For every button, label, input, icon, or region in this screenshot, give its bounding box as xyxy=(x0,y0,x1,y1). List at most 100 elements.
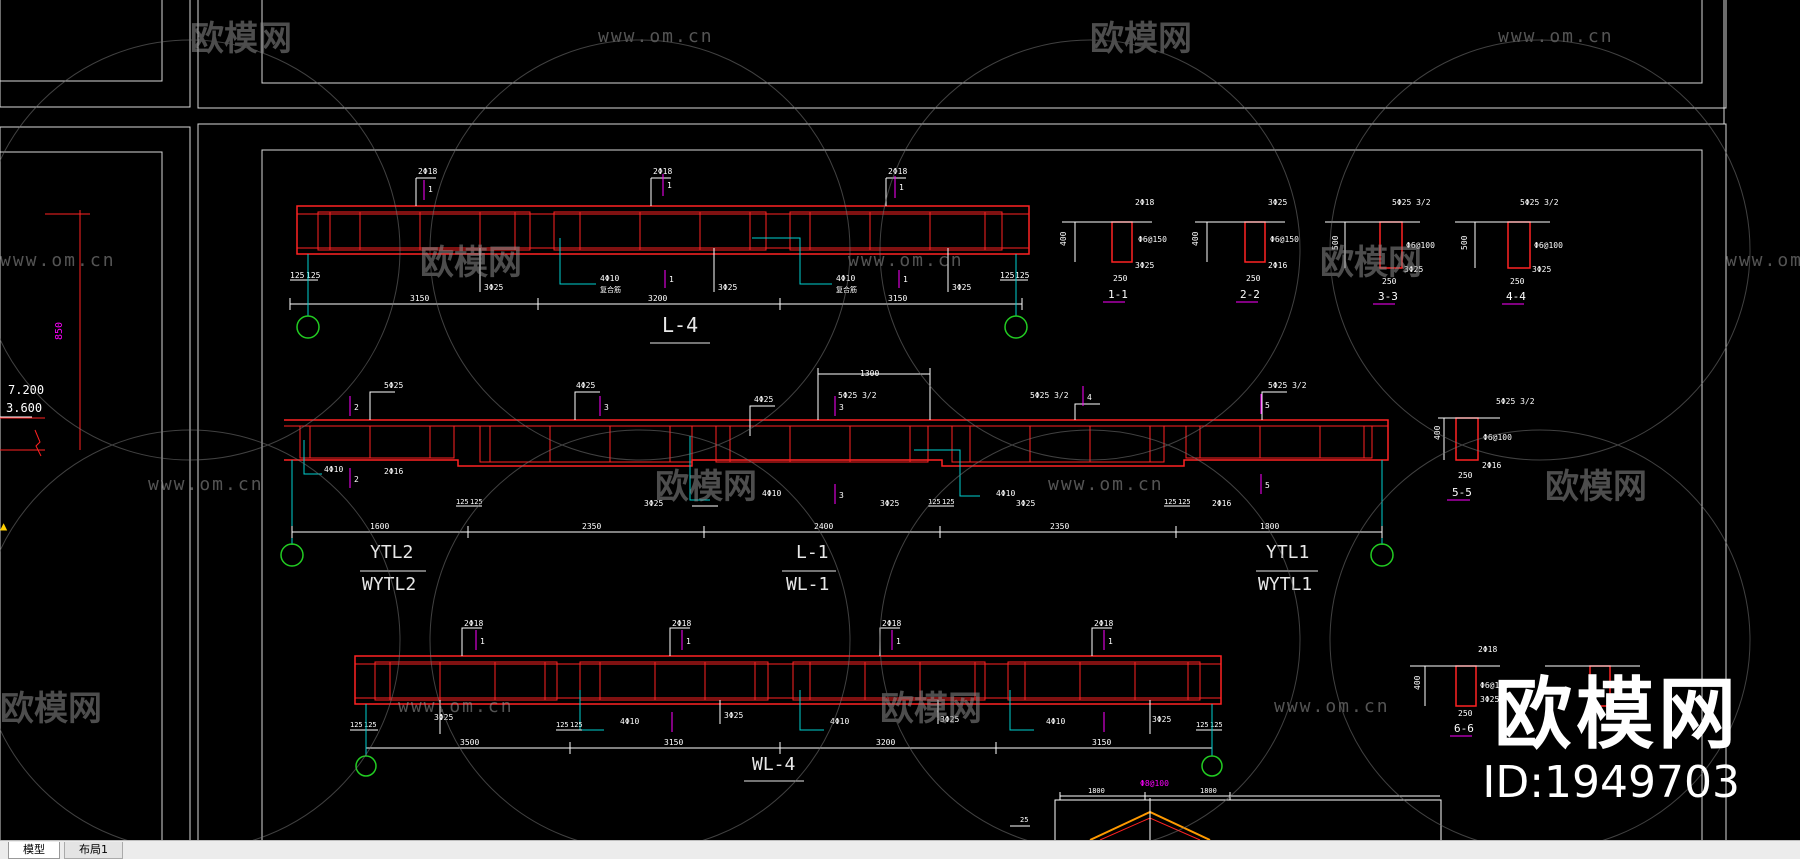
svg-text:5Φ25: 5Φ25 xyxy=(384,381,403,390)
WL1-title: WL-1 xyxy=(786,574,829,595)
svg-text:3Φ25: 3Φ25 xyxy=(1152,715,1171,724)
svg-text:125: 125 xyxy=(1000,271,1015,280)
roof-detail[interactable]: 1800 1800 Φ8@100 25 xyxy=(1010,779,1442,840)
svg-text:4Φ25: 4Φ25 xyxy=(576,381,595,390)
svg-text:125: 125 xyxy=(1178,498,1191,506)
svg-text:www.om.cn: www.om.cn xyxy=(0,250,116,271)
section-3-3-label: 3-3 xyxy=(1378,290,1398,303)
beam-WL4[interactable]: 2Φ18 2Φ18 2Φ18 2Φ18 1 1 1 1 3Φ25 4Φ10 3Φ… xyxy=(350,619,1223,782)
svg-text:5Φ25 3/2: 5Φ25 3/2 xyxy=(1030,391,1069,400)
svg-text:500: 500 xyxy=(1460,235,1469,250)
svg-text:3Φ25: 3Φ25 xyxy=(952,283,971,292)
svg-text:4Φ10: 4Φ10 xyxy=(1046,717,1065,726)
tab-layout1[interactable]: 布局1 xyxy=(64,842,123,859)
svg-text:欧模网: 欧模网 xyxy=(0,689,102,729)
svg-text:1: 1 xyxy=(899,183,904,192)
svg-text:Φ6@100: Φ6@100 xyxy=(1406,241,1435,250)
svg-text:1: 1 xyxy=(480,637,485,646)
beam-L1[interactable]: 1300 5Φ25 4Φ25 4Φ25 5Φ25 3/2 5Φ25 3/2 5Φ… xyxy=(280,368,1394,595)
L1-top-dim: 1300 xyxy=(860,369,879,378)
svg-text:欧模网: 欧模网 xyxy=(880,689,982,729)
svg-text:2Φ16: 2Φ16 xyxy=(1268,261,1287,270)
L4-top-mark-3: 2Φ18 xyxy=(888,167,907,176)
svg-text:欧模网: 欧模网 xyxy=(190,19,292,59)
svg-text:250: 250 xyxy=(1458,471,1473,480)
svg-text:400: 400 xyxy=(1059,231,1068,246)
svg-text:1: 1 xyxy=(1108,637,1113,646)
svg-text:250: 250 xyxy=(1510,277,1525,286)
svg-text:4Φ10: 4Φ10 xyxy=(762,489,781,498)
YTL2-title: YTL2 xyxy=(370,542,413,563)
L1-title: L-1 xyxy=(796,542,829,563)
svg-text:2Φ18: 2Φ18 xyxy=(464,619,483,628)
svg-text:2Φ18: 2Φ18 xyxy=(1094,619,1113,628)
cross-sections-top[interactable] xyxy=(1111,221,1611,707)
svg-text:125: 125 xyxy=(470,498,483,506)
svg-text:2Φ16: 2Φ16 xyxy=(1212,499,1231,508)
svg-text:1: 1 xyxy=(667,181,672,190)
svg-text:Φ6@100: Φ6@100 xyxy=(1483,433,1512,442)
svg-text:250: 250 xyxy=(1113,274,1128,283)
svg-text:3Φ25: 3Φ25 xyxy=(1268,198,1287,207)
svg-text:125: 125 xyxy=(1015,271,1030,280)
svg-text:4Φ10: 4Φ10 xyxy=(996,489,1015,498)
elevation-top: 7.200 xyxy=(8,383,44,397)
svg-text:2Φ18: 2Φ18 xyxy=(672,619,691,628)
svg-text:5: 5 xyxy=(1265,481,1270,490)
svg-text:500: 500 xyxy=(1331,235,1340,250)
svg-text:400: 400 xyxy=(1191,231,1200,246)
WYTL1-title: WYTL1 xyxy=(1258,574,1312,595)
elevation-bottom: 3.600 xyxy=(6,401,42,415)
svg-text:2350: 2350 xyxy=(582,522,601,531)
section-5-5-label: 5-5 xyxy=(1452,486,1472,499)
tab-model[interactable]: 模型 xyxy=(8,842,60,859)
vertical-dim-label: 850 xyxy=(54,322,65,340)
svg-text:3Φ25: 3Φ25 xyxy=(484,283,503,292)
svg-text:250: 250 xyxy=(1382,277,1397,286)
L4-title: L-4 xyxy=(662,313,698,337)
section-4-4-label: 4-4 xyxy=(1506,290,1526,303)
svg-text:125: 125 xyxy=(570,721,583,729)
svg-text:125: 125 xyxy=(350,721,363,729)
svg-text:125: 125 xyxy=(942,498,955,506)
svg-text:1: 1 xyxy=(896,637,901,646)
svg-text:复合筋: 复合筋 xyxy=(600,285,621,294)
cad-model-space[interactable]: 7.200 3.600 850 ▲ 2Φ18 2Φ18 2Φ18 xyxy=(0,0,1800,840)
svg-text:1: 1 xyxy=(686,637,691,646)
svg-text:www.om.cn: www.om.cn xyxy=(598,26,714,47)
svg-text:2: 2 xyxy=(354,403,359,412)
watermark-overlay: 欧模网 欧模网 欧模网 欧模网 欧模网 欧模网 欧模网 欧模网 www.om.c… xyxy=(0,19,1800,840)
svg-text:4Φ10: 4Φ10 xyxy=(836,274,855,283)
drawing-frames xyxy=(0,0,1727,840)
svg-text:Φ6@100: Φ6@100 xyxy=(1534,241,1563,250)
WYTL2-title: WYTL2 xyxy=(362,574,416,595)
svg-text:3Φ25: 3Φ25 xyxy=(880,499,899,508)
svg-text:4Φ25: 4Φ25 xyxy=(754,395,773,404)
svg-text:3200: 3200 xyxy=(876,738,895,747)
L4-span-1: 3150 xyxy=(410,294,429,303)
svg-text:2Φ18: 2Φ18 xyxy=(1135,198,1154,207)
YTL1-title: YTL1 xyxy=(1266,542,1309,563)
cross-section-lines xyxy=(1062,221,1640,706)
section-6-6-label: 6-6 xyxy=(1454,722,1474,735)
svg-text:2Φ16: 2Φ16 xyxy=(1482,461,1501,470)
svg-text:5Φ25 3/2: 5Φ25 3/2 xyxy=(1392,198,1431,207)
svg-text:125: 125 xyxy=(290,271,305,280)
svg-text:250: 250 xyxy=(1458,709,1473,718)
svg-text:www.om.cn: www.om.cn xyxy=(1048,474,1164,495)
svg-text:1: 1 xyxy=(669,275,674,284)
svg-text:250: 250 xyxy=(1246,274,1261,283)
svg-text:125: 125 xyxy=(1210,721,1223,729)
svg-text:3Φ25: 3Φ25 xyxy=(718,283,737,292)
section-1-1-label: 1-1 xyxy=(1108,288,1128,301)
L4-top-mark-2: 2Φ18 xyxy=(653,167,672,176)
svg-text:3: 3 xyxy=(604,403,609,412)
beam-L4[interactable]: 2Φ18 2Φ18 2Φ18 1 1 1 1 1 3Φ25 4Φ10 复合筋 3… xyxy=(289,167,1030,344)
L4-span-2: 3200 xyxy=(648,294,667,303)
svg-text:欧模网: 欧模网 xyxy=(420,243,522,283)
svg-text:5Φ25 3/2: 5Φ25 3/2 xyxy=(1268,381,1307,390)
svg-text:www.om.cn: www.om.cn xyxy=(398,696,514,717)
svg-text:2Φ16: 2Φ16 xyxy=(384,467,403,476)
svg-text:www.om.cn: www.om.cn xyxy=(848,250,964,271)
svg-text:25: 25 xyxy=(1020,816,1028,824)
